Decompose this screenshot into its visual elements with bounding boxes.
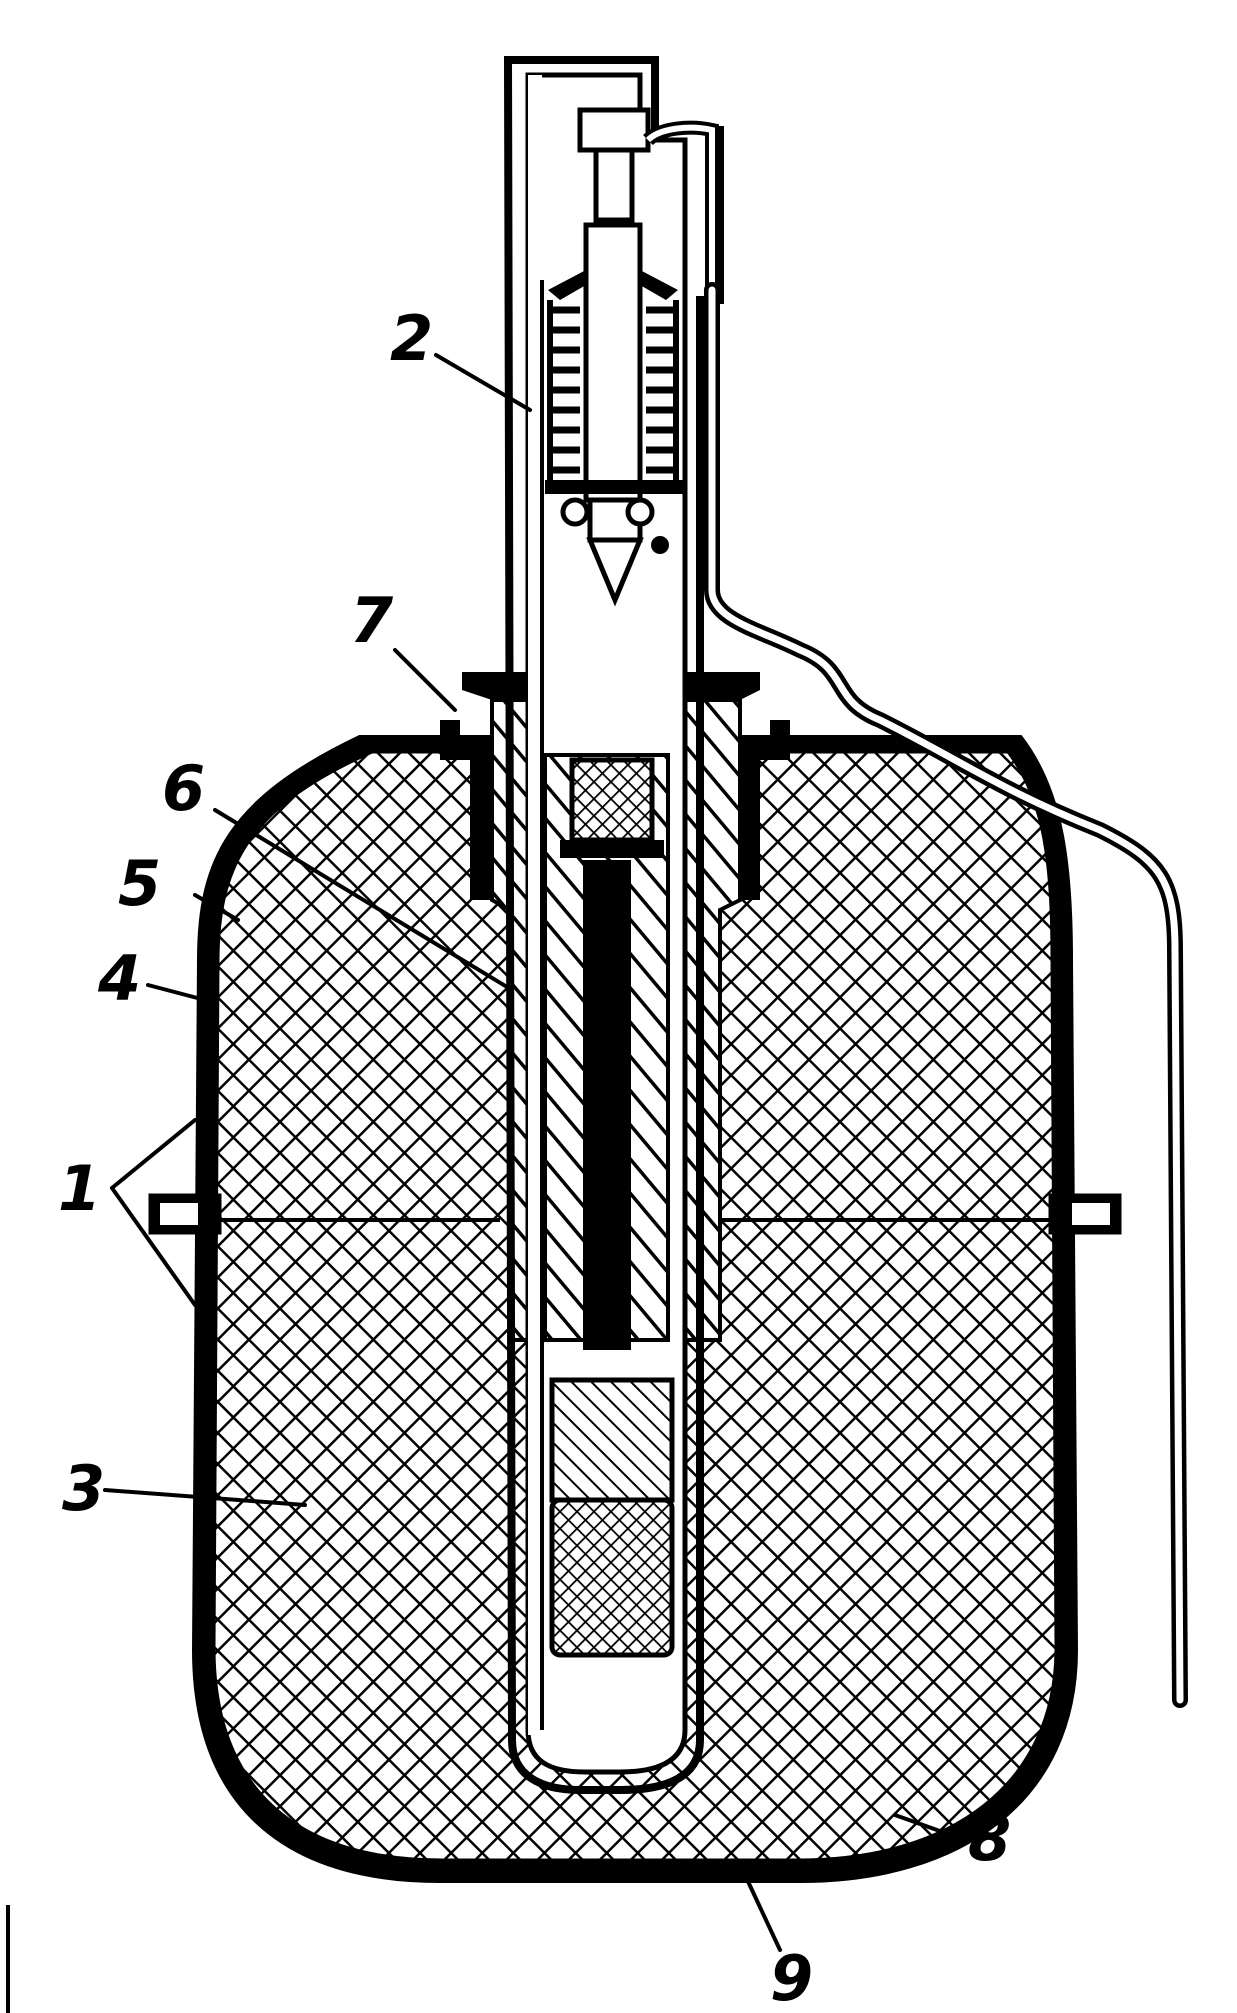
detonator-charge [549,1497,675,1658]
fuse-cap [577,107,651,153]
leader-1-upper [110,1118,197,1190]
spring-left [547,300,580,480]
leader-7 [393,648,457,712]
callout-labels: 1 2 3 4 5 6 7 8 9 [58,302,1011,2013]
dot-marker [651,536,669,554]
callout-label-6: 6 [162,752,205,825]
callout-label-9: 9 [770,1942,813,2013]
leader-8 [893,1813,967,1842]
fuse-mechanism [545,107,685,607]
striker [583,222,643,503]
callout-label-1: 1 [58,1152,101,1225]
central-tube [440,56,790,1794]
leader-4 [146,983,207,1002]
ball-right [625,497,655,527]
spring-right [646,300,679,480]
callout-label-4: 4 [97,942,141,1015]
lower-block [549,1377,675,1503]
leader-3 [103,1488,307,1507]
leader-2 [434,353,532,412]
callout-label-8: 8 [968,1802,1011,1875]
callout-label-5: 5 [118,847,161,920]
leader-6 [213,808,514,992]
leader-1-lower [110,1186,197,1307]
charge-column [583,860,631,1350]
leader-9 [743,1873,782,1952]
tube-outer-wall [503,56,724,1794]
ball-left [560,497,590,527]
callout-label-7: 7 [350,584,394,657]
callout-label-2: 2 [390,302,433,375]
callout-label-3: 3 [62,1452,105,1525]
safety-lever [643,120,1188,1708]
callout-leaders [103,353,967,1952]
detonator-cap [569,757,655,843]
leader-5 [193,893,240,922]
